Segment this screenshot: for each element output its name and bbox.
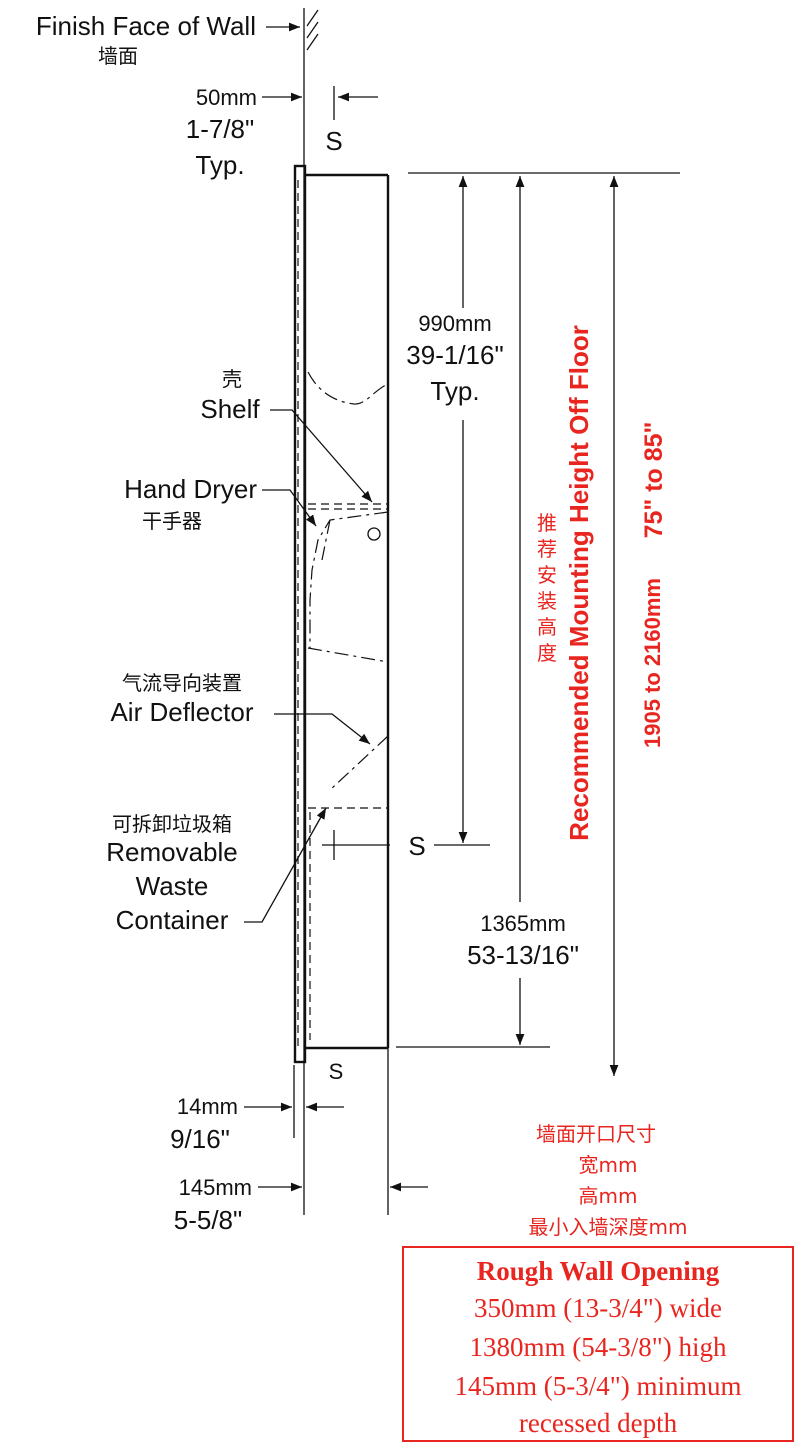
svg-text:装: 装 — [537, 589, 557, 613]
finish-face-label-cn: 墙面 — [98, 44, 138, 68]
svg-text:墙面开口尺寸: 墙面开口尺寸 — [536, 1122, 656, 1146]
air-deflector-label: Air Deflector — [110, 697, 253, 727]
dim-top-typ: Typ. — [195, 150, 244, 180]
svg-text:宽mm: 宽mm — [579, 1153, 638, 1177]
svg-text:推: 推 — [537, 511, 557, 535]
dim-990-typ: Typ. — [430, 376, 479, 406]
internal-hidden-lines — [307, 371, 389, 1040]
rough-opening-title: Rough Wall Opening — [476, 1256, 720, 1286]
recommended-height-label-cn: 推 荐 安 装 高 度 — [537, 511, 557, 665]
svg-text:安: 安 — [537, 563, 557, 587]
svg-text:荐: 荐 — [537, 537, 557, 561]
dim-990-mm: 990mm — [418, 311, 491, 336]
shelf-label: Shelf — [200, 394, 260, 424]
hand-dryer-label-cn: 干手器 — [142, 509, 202, 533]
flange — [293, 164, 307, 1064]
dimension-lines — [322, 172, 680, 1076]
rough-opening-label-cn: 墙面开口尺寸 宽mm 高mm 最小入墙深度mm — [529, 1122, 688, 1239]
dim-14-mm: 14mm — [177, 1094, 238, 1119]
svg-text:最小入墙深度mm: 最小入墙深度mm — [529, 1215, 688, 1239]
dim-top-mm: 50mm — [196, 85, 257, 110]
section-mark-top: S — [325, 126, 342, 156]
section-mark-mid: S — [408, 831, 425, 861]
dim-990-in: 39-1/16" — [406, 340, 503, 370]
waste-container-label-cn: 可拆卸垃圾箱 — [112, 812, 232, 836]
dim-top-in: 1-7/8" — [186, 114, 255, 144]
recommended-height-label: Recommended Mounting Height Off Floor — [564, 325, 594, 841]
svg-text:高mm: 高mm — [579, 1184, 638, 1208]
rough-opening-width: 350mm (13-3/4") wide — [474, 1293, 722, 1323]
dim-1365-mm: 1365mm — [480, 911, 566, 936]
waste-container-label-3: Container — [116, 905, 229, 935]
leader-lines — [244, 22, 428, 1192]
rough-wall-opening-box: Rough Wall Opening 350mm (13-3/4") wide … — [402, 1246, 794, 1442]
section-mark-bottom: S — [329, 1059, 344, 1084]
hand-dryer-label: Hand Dryer — [124, 474, 257, 504]
range-in-label: 75" to 85" — [640, 422, 668, 539]
dim-145-in: 5-5/8" — [174, 1205, 243, 1235]
svg-text:度: 度 — [537, 641, 557, 665]
waste-container-label-1: Removable — [106, 837, 238, 867]
dim-14-in: 9/16" — [170, 1124, 230, 1154]
range-mm-label: 1905 to 2160mm — [640, 578, 665, 748]
rough-opening-depth-note: recessed depth — [518, 1408, 678, 1438]
dim-145-mm: 145mm — [179, 1175, 252, 1200]
air-deflector-label-cn: 气流导向装置 — [122, 671, 242, 695]
dryer-sensor-circle — [367, 527, 381, 541]
dim-1365-in: 53-13/16" — [467, 940, 579, 970]
waste-container-label-2: Waste — [136, 871, 209, 901]
cabinet-body — [305, 173, 390, 1215]
shelf-label-cn: 壳 — [222, 367, 242, 391]
rough-opening-depth: 145mm (5-3/4") minimum — [454, 1371, 742, 1401]
rough-opening-height: 1380mm (54-3/8") high — [469, 1332, 727, 1362]
finish-face-label: Finish Face of Wall — [36, 11, 256, 41]
svg-text:高: 高 — [537, 615, 557, 639]
